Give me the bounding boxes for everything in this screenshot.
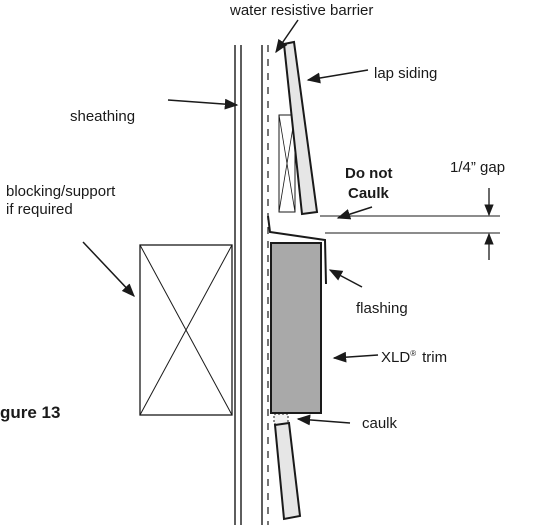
blocking-arrow (82, 241, 135, 297)
do-not-caulk-arrow (336, 206, 373, 220)
lap-siding-arrow (306, 69, 369, 84)
label-caulk-warning: Caulk (348, 185, 390, 202)
wrb-arrow (275, 19, 299, 54)
label-do-not: Do not (345, 165, 392, 182)
water-resistive-barrier (261, 45, 269, 525)
label-blocking-line2: if required (6, 201, 73, 218)
leader-arrows (82, 19, 379, 426)
lower-lap-siding (273, 421, 302, 521)
sheathing-layer (234, 45, 242, 525)
caulk-bead (273, 413, 289, 425)
label-xld-trim: XLD® trim (381, 349, 447, 366)
caulk-arrow (296, 414, 351, 426)
upper-lap-siding (282, 40, 319, 216)
label-xld-word: trim (422, 349, 447, 366)
flashing-arrow (328, 269, 363, 288)
label-xld-mark: ® (410, 349, 416, 358)
sheathing-arrow (167, 98, 239, 110)
gap-dimension (320, 188, 500, 260)
label-caulk: caulk (362, 415, 398, 432)
label-xld-name: XLD (381, 349, 410, 366)
trim-arrow (332, 351, 379, 363)
label-lap-siding: lap siding (374, 65, 437, 82)
label-figure-number: gure 13 (0, 403, 60, 422)
label-flashing: flashing (356, 300, 408, 317)
xld-trim-board (270, 242, 322, 414)
blocking-support-box (139, 244, 233, 416)
label-gap: 1/4” gap (450, 159, 505, 176)
label-sheathing: sheathing (70, 108, 135, 125)
label-water-resistive-barrier: water resistive barrier (229, 2, 373, 19)
label-blocking-line1: blocking/support (6, 183, 116, 200)
flashing-z (267, 215, 327, 285)
